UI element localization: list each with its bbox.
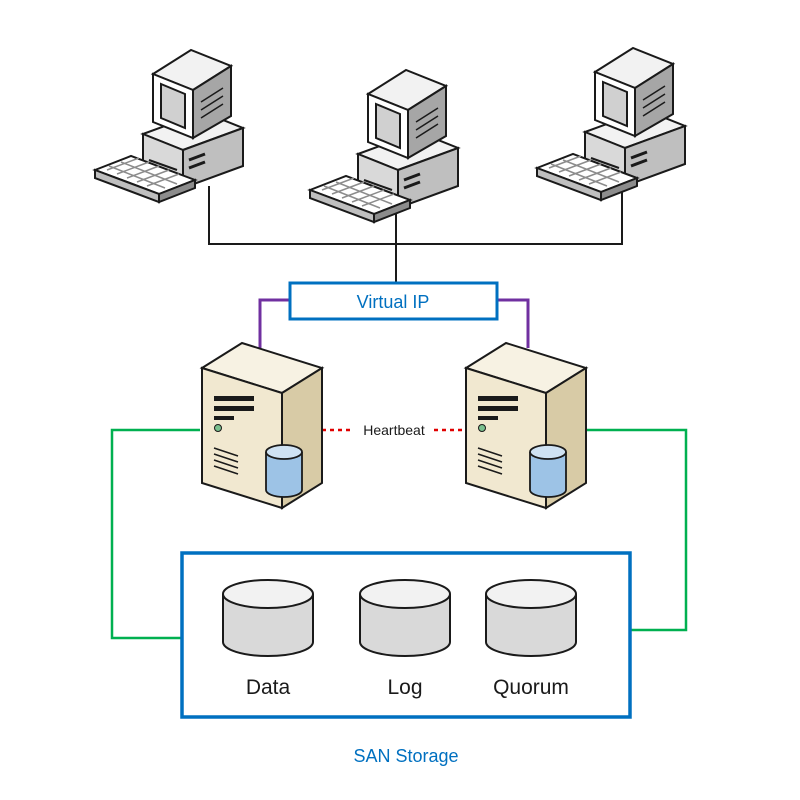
disk-label-data: Data (246, 676, 291, 699)
disk-label-quorum: Quorum (493, 676, 569, 699)
disk-log (359, 579, 451, 657)
virtual-ip-box (288, 281, 499, 321)
disk-quorum (485, 579, 577, 657)
client-2 (308, 68, 460, 224)
storage-links (110, 428, 688, 640)
client-3 (535, 46, 687, 202)
virtual-ip-links (258, 298, 530, 348)
desktop-computer-icon (93, 48, 245, 204)
disk-data (222, 579, 314, 657)
server-node-2 (465, 342, 587, 509)
tower-server-icon (465, 342, 587, 509)
heartbeat-label: Heartbeat (363, 422, 425, 438)
desktop-computer-icon (535, 46, 687, 202)
disk-label-log: Log (387, 676, 422, 699)
desktop-computer-icon (308, 68, 460, 224)
client-1 (93, 48, 245, 204)
tower-server-icon (201, 342, 323, 509)
server-node-1 (201, 342, 323, 509)
san-storage-label: SAN Storage (353, 746, 458, 766)
disk-cylinder-icon (359, 579, 451, 657)
virtual-ip-label: Virtual IP (357, 292, 430, 312)
disk-cylinder-icon (222, 579, 314, 657)
client-network-lines (208, 186, 623, 284)
disk-cylinder-icon (485, 579, 577, 657)
